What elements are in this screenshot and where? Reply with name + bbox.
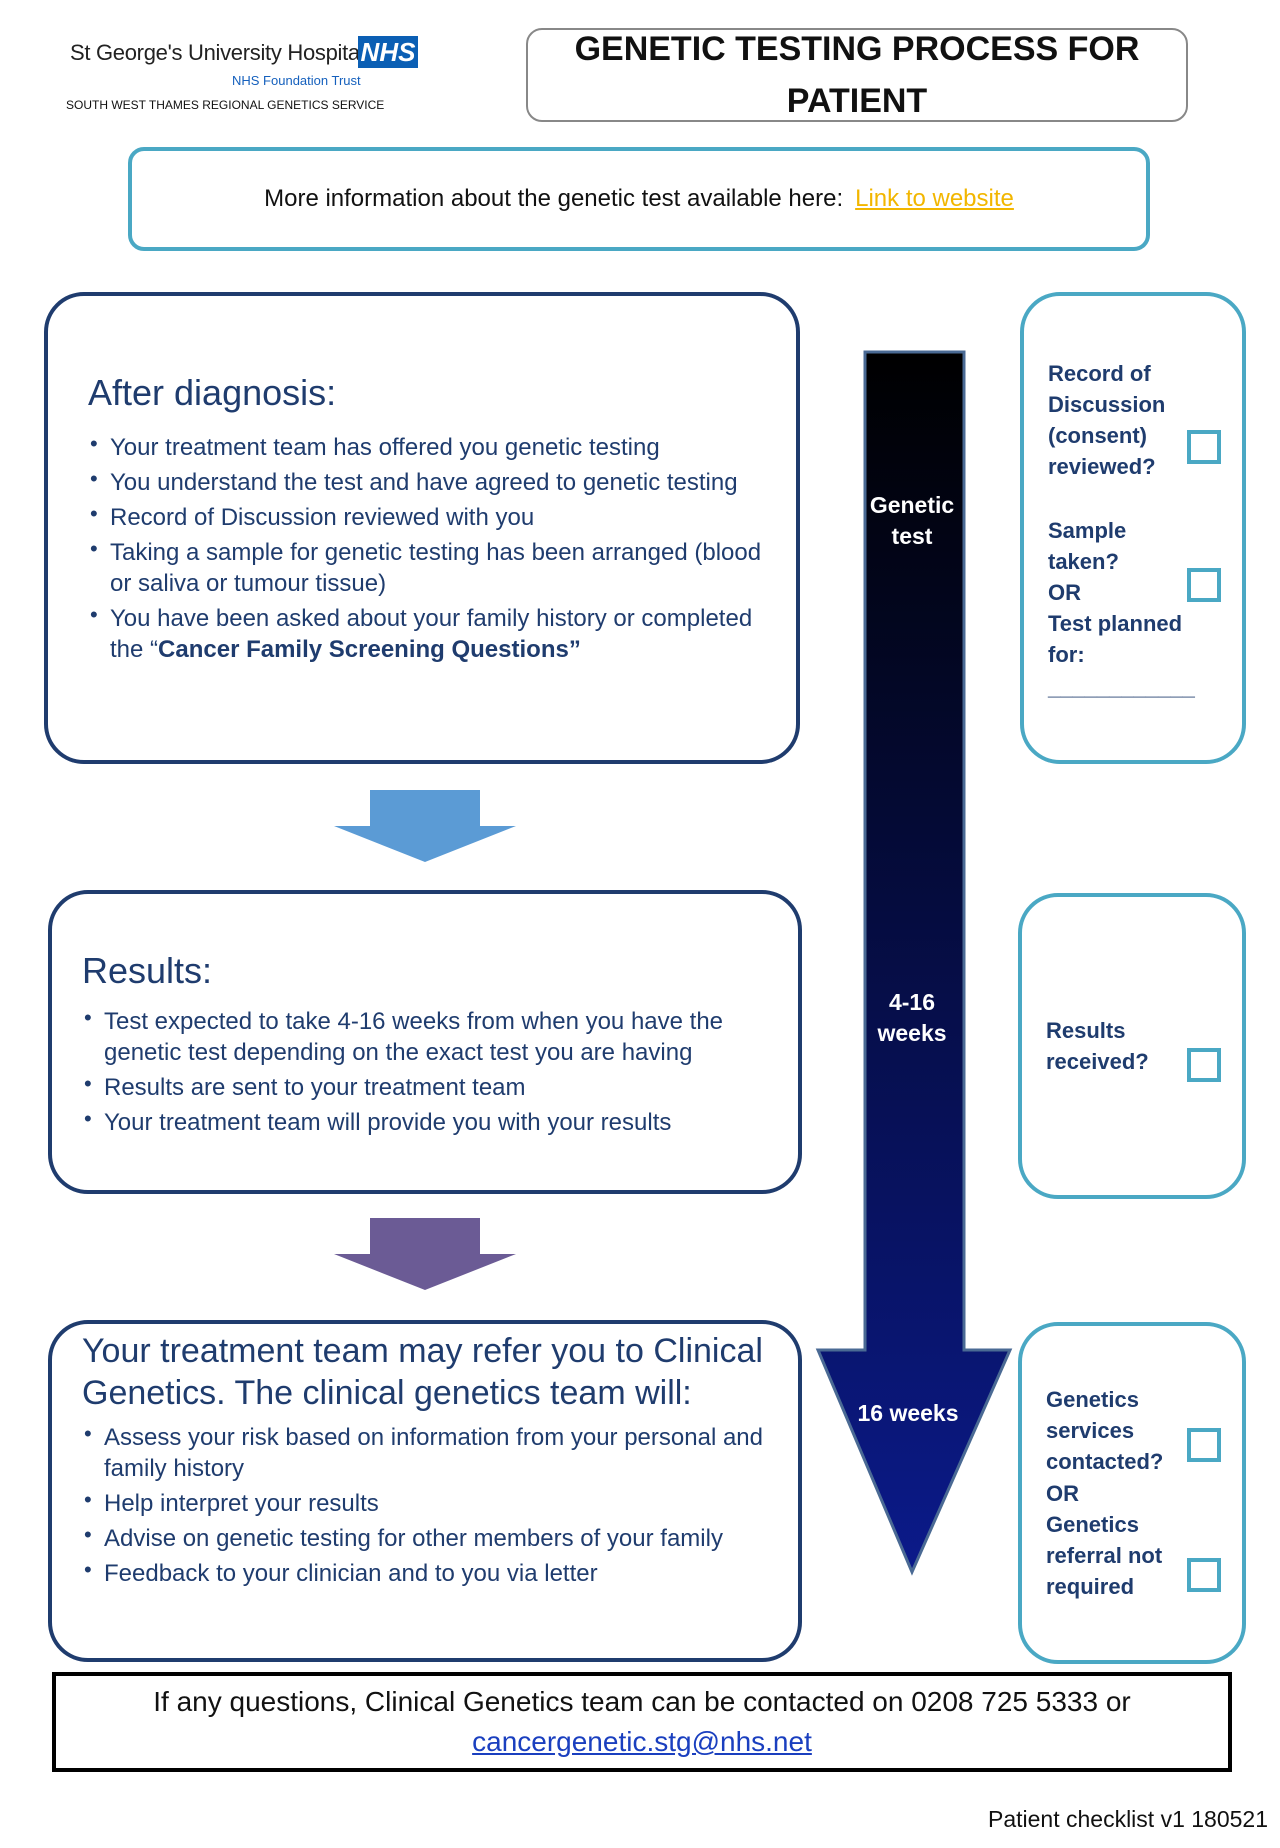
- rod-reviewed-checkbox[interactable]: [1187, 430, 1221, 464]
- after-diagnosis-list: Your treatment team has offered you gene…: [88, 428, 766, 665]
- sample-taken-label: Sample taken?: [1048, 518, 1127, 574]
- timeline-label-16-weeks: 16 weeks: [857, 1400, 959, 1426]
- or-label: OR: [1046, 1481, 1079, 1506]
- list-item: Test expected to take 4-16 weeks from wh…: [82, 1002, 768, 1068]
- test-planned-label: Test planned for:: [1048, 611, 1183, 667]
- timeline-label-4-16-weeks: 4-16 weeks: [877, 989, 947, 1046]
- or-label: OR: [1048, 580, 1081, 605]
- results-heading: Results:: [82, 950, 213, 991]
- contact-footer: If any questions, Clinical Genetics team…: [52, 1672, 1232, 1772]
- list-item: Help interpret your results: [82, 1484, 778, 1519]
- list-item: Record of Discussion reviewed with you: [88, 498, 766, 533]
- results-list: Test expected to take 4-16 weeks from wh…: [82, 1002, 768, 1138]
- hospital-name: St George's University Hospitals: [70, 40, 376, 65]
- contact-email-link[interactable]: cancergenetic.stg@nhs.net: [472, 1726, 812, 1757]
- arrow-down-icon: [334, 790, 516, 862]
- genetics-contacted-checkbox[interactable]: [1187, 1428, 1221, 1462]
- test-planned-line: ____________: [1048, 675, 1195, 700]
- version-label: Patient checklist v1 180521: [987, 1806, 1268, 1832]
- rod-reviewed-label: Record of Discussion (consent) reviewed?: [1048, 361, 1166, 479]
- questionnaire-name: Cancer Family Screening Questions”: [158, 636, 581, 663]
- trust-name: NHS Foundation Trust: [232, 73, 361, 88]
- referral-not-required-label: Genetics referral not required: [1046, 1512, 1163, 1599]
- sample-taken-checkbox[interactable]: [1187, 568, 1221, 602]
- service-name: SOUTH WEST THAMES REGIONAL GENETICS SERV…: [66, 98, 385, 112]
- list-item: Your treatment team will provide you wit…: [82, 1103, 768, 1138]
- nhs-logo: NHS: [358, 36, 418, 68]
- timeline-arrow-icon: [815, 350, 1013, 1576]
- results-received-checkbox[interactable]: [1187, 1048, 1221, 1082]
- genetics-contacted-label: Genetics services contacted?: [1046, 1387, 1164, 1474]
- checklist-box-2: [1018, 893, 1246, 1199]
- checklist-box-3: [1018, 1322, 1246, 1664]
- info-text: More information about the genetic test …: [264, 185, 844, 212]
- list-item: Results are sent to your treatment team: [82, 1068, 768, 1103]
- list-item-text: You have been asked about your family hi…: [110, 605, 753, 663]
- referral-not-required-checkbox[interactable]: [1187, 1558, 1221, 1592]
- list-item: Assess your risk based on information fr…: [82, 1418, 778, 1484]
- after-diagnosis-box: After diagnosis: Your treatment team has…: [44, 292, 800, 764]
- after-diagnosis-heading: After diagnosis:: [88, 372, 337, 413]
- arrow-down-icon: [334, 1218, 516, 1290]
- title-box: GENETIC TESTING PROCESS FOR PATIENT: [526, 28, 1188, 122]
- timeline-label-genetic-test: Genetic test: [869, 492, 955, 549]
- info-box: More information about the genetic test …: [128, 147, 1150, 251]
- list-item: Your treatment team has offered you gene…: [88, 428, 766, 463]
- results-box: Results: Test expected to take 4-16 week…: [48, 890, 802, 1194]
- list-item: You understand the test and have agreed …: [88, 463, 766, 498]
- list-item: Advise on genetic testing for other memb…: [82, 1519, 778, 1554]
- checklist-box-1: [1020, 292, 1246, 764]
- page-title: GENETIC TESTING PROCESS FOR PATIENT: [574, 30, 1140, 120]
- list-item: Feedback to your clinician and to you vi…: [82, 1554, 778, 1589]
- results-received-label: Results received?: [1046, 1018, 1149, 1074]
- list-item: You have been asked about your family hi…: [88, 599, 766, 665]
- contact-text: If any questions, Clinical Genetics team…: [153, 1686, 1131, 1717]
- clinical-genetics-list: Assess your risk based on information fr…: [82, 1418, 778, 1589]
- clinical-genetics-box: Your treatment team may refer you to Cli…: [48, 1320, 802, 1662]
- list-item: Taking a sample for genetic testing has …: [88, 533, 766, 599]
- clinical-genetics-heading: Your treatment team may refer you to Cli…: [82, 1332, 763, 1412]
- website-link[interactable]: Link to website: [855, 185, 1014, 212]
